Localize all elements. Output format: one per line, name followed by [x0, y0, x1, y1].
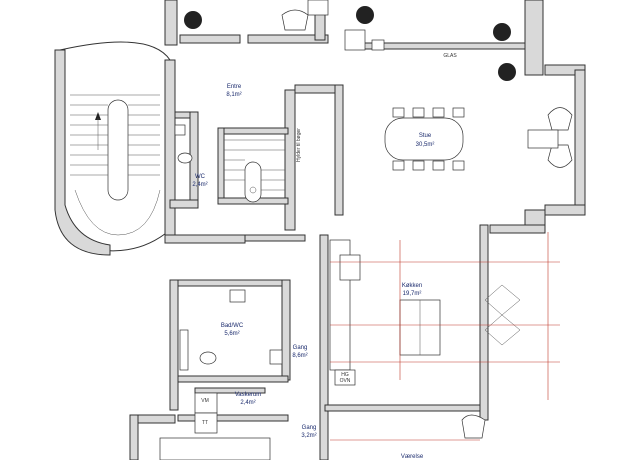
gang2-label: Gang [302, 425, 317, 431]
hg-label: HG [341, 372, 349, 378]
laundry [194, 392, 218, 434]
wc-area: 2,4m² [192, 182, 207, 188]
wc-label: WC [195, 174, 206, 180]
exterior-walls [54, 0, 586, 256]
badwc-label: Bad/WC [221, 323, 244, 329]
vm-label: VM [201, 398, 209, 404]
gang1-area: 8,6m² [292, 353, 307, 359]
plants-top [184, 6, 516, 81]
kokken-label: Køkken [402, 283, 422, 289]
tt-label: TT [202, 420, 208, 426]
stue-area: 30,5m² [416, 142, 435, 148]
stue-chairs [392, 107, 465, 171]
stair-center [224, 139, 285, 203]
kokken-area: 19,7m² [403, 291, 422, 297]
kitchen [329, 232, 560, 400]
vaskerum-area: 2,4m² [240, 400, 255, 406]
wc-toilet [174, 124, 193, 164]
interior-walls [129, 84, 546, 460]
top-chairs [281, 0, 385, 51]
entre-area: 8,1m² [226, 92, 241, 98]
glas-annotation: GLAS [443, 53, 457, 59]
badwc-area: 5,6m² [224, 331, 239, 337]
vaskerum-label: Vaskerum [235, 392, 262, 398]
bath-fixtures [179, 289, 283, 371]
stair-left [70, 94, 161, 236]
vaerelse-label: Værelse [401, 454, 424, 460]
hylder-annotation: Hylder til bøger [296, 128, 302, 162]
stue-label: Stue [419, 133, 432, 139]
entre-label: Entre [227, 84, 242, 90]
bottom-room [159, 414, 486, 460]
stue-dining-table [384, 107, 573, 171]
gang2-area: 3,2m² [301, 433, 316, 439]
ovn-label: OVN [340, 378, 351, 384]
gang1-label: Gang [293, 345, 308, 351]
